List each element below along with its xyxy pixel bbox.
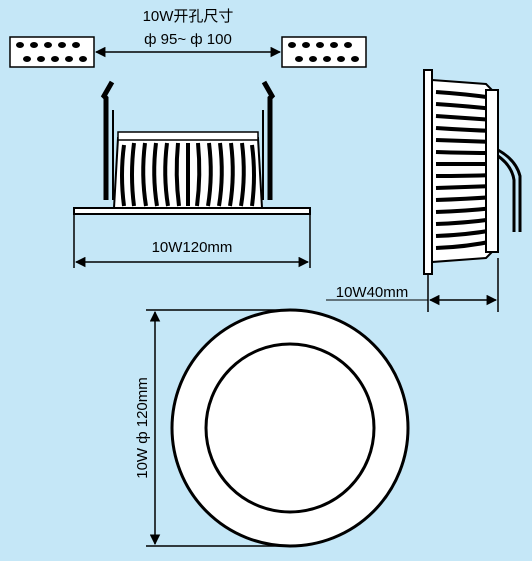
heatsink-fins: [120, 142, 256, 207]
spring-clip-right: [261, 80, 276, 200]
front-width-label: 10W120mm: [152, 239, 233, 256]
side-wires: [497, 148, 522, 232]
bottom-diameter-label: 10W ф 120mm: [134, 377, 151, 479]
bottom-inner-lens: [204, 342, 376, 514]
cutout-range: ф 95~ ф 100: [144, 31, 232, 48]
side-depth-label: 10W40mm: [336, 284, 409, 301]
heatsink-top: [117, 131, 259, 141]
front-view: 10W120mm: [73, 80, 311, 268]
ceiling-board-right-texture: [288, 42, 359, 62]
ceiling-board-left-texture: [16, 42, 87, 62]
front-flange: [73, 207, 311, 215]
bottom-view: 10W ф 120mm: [134, 308, 410, 548]
side-back-plate: [485, 89, 499, 253]
cutout-title: 10W开孔尺寸: [143, 8, 234, 25]
side-view: 10W40mm: [326, 69, 522, 312]
side-wires-2: [497, 154, 516, 232]
spring-clip-left: [100, 80, 115, 200]
ceiling-cutout: 10W开孔尺寸 ф 95~ ф 100: [9, 8, 367, 68]
ceiling-board-left: [9, 36, 95, 68]
ceiling-board-right: [281, 36, 367, 68]
side-flange: [423, 69, 433, 275]
